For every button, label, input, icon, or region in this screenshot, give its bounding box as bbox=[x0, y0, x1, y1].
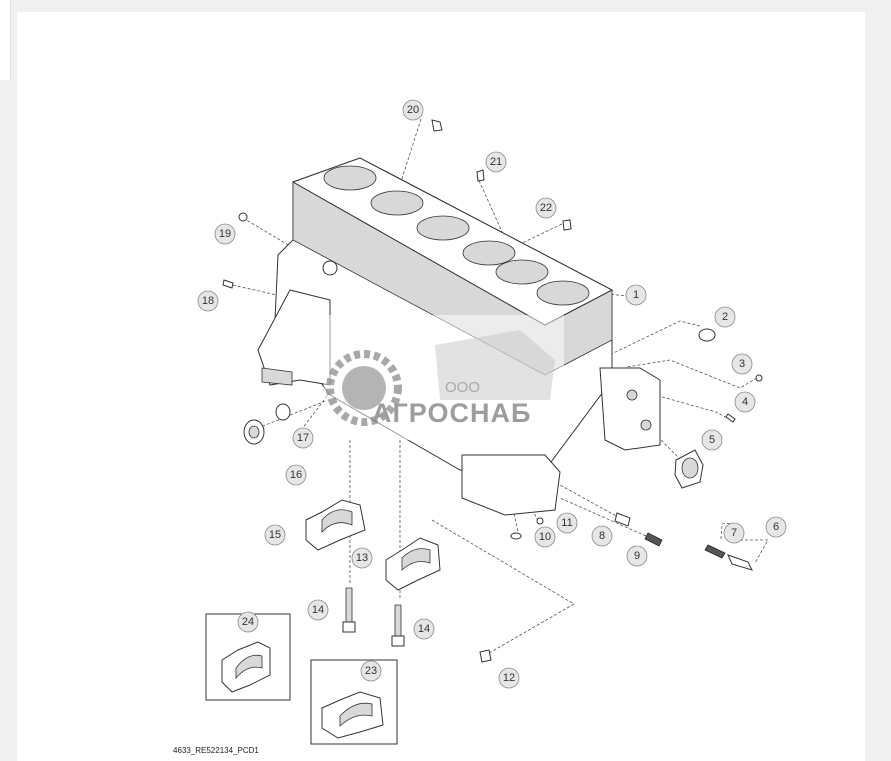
callout-14b: 14 bbox=[413, 618, 435, 640]
svg-text:8: 8 bbox=[599, 530, 605, 542]
svg-text:15: 15 bbox=[269, 529, 281, 541]
agrosnab-watermark: ООО АГРОСНАБ bbox=[324, 315, 564, 440]
callout-21: 21 bbox=[485, 151, 507, 173]
callout-13: 13 bbox=[351, 547, 373, 569]
svg-text:14: 14 bbox=[418, 623, 430, 635]
plug-part-22 bbox=[562, 219, 572, 231]
svg-text:3: 3 bbox=[739, 358, 745, 370]
callout-markers: 20 21 22 19 18 1 2 3 4 5 6 7 8 9 10 11 1… bbox=[197, 99, 787, 689]
pin-part-18 bbox=[222, 279, 234, 289]
document-code: 4633_RE522134_PCD1 bbox=[173, 746, 259, 755]
callout-20: 20 bbox=[402, 99, 424, 121]
parts-diagram-sheet: ООО АГРОСНАБ 20 21 22 19 18 1 2 3 4 5 6 … bbox=[17, 12, 865, 761]
bearing-cap-13 bbox=[385, 537, 441, 591]
svg-text:2: 2 bbox=[722, 311, 728, 323]
callout-11: 11 bbox=[556, 512, 578, 534]
callout-6: 6 bbox=[765, 516, 787, 538]
callout-9: 9 bbox=[626, 545, 648, 567]
callout-22: 22 bbox=[535, 197, 557, 219]
callout-16: 16 bbox=[285, 464, 307, 486]
exploded-parts-diagram: ООО АГРОСНАБ 20 21 22 19 18 1 2 3 4 5 6 … bbox=[197, 99, 787, 745]
svg-text:17: 17 bbox=[297, 432, 309, 444]
callout-24: 24 bbox=[237, 611, 259, 633]
pin-part-21 bbox=[476, 169, 485, 182]
spring-part-9 bbox=[644, 532, 663, 547]
svg-text:20: 20 bbox=[407, 104, 419, 116]
callout-8: 8 bbox=[591, 525, 613, 547]
svg-text:13: 13 bbox=[356, 552, 368, 564]
bearing-cap-15 bbox=[305, 499, 366, 551]
callout-5: 5 bbox=[701, 429, 723, 451]
watermark-main-text: АГРОСНАБ bbox=[372, 398, 531, 428]
plug-part-12 bbox=[479, 649, 492, 663]
callout-15: 15 bbox=[264, 524, 286, 546]
plug-part-19 bbox=[238, 212, 248, 222]
svg-text:22: 22 bbox=[540, 202, 552, 214]
bolt-14a bbox=[345, 587, 353, 626]
callout-1: 1 bbox=[625, 284, 647, 306]
callout-19: 19 bbox=[214, 223, 236, 245]
svg-text:11: 11 bbox=[561, 517, 572, 529]
callout-17: 17 bbox=[292, 427, 314, 449]
svg-text:12: 12 bbox=[503, 672, 515, 684]
bolt-14b bbox=[394, 604, 402, 641]
callout-14a: 14 bbox=[307, 599, 329, 621]
valve-part-8 bbox=[614, 512, 631, 527]
disk-part-17 bbox=[275, 403, 291, 421]
svg-text:14: 14 bbox=[312, 604, 324, 616]
ring-part-11 bbox=[536, 517, 544, 525]
svg-text:5: 5 bbox=[709, 434, 715, 446]
callout-10: 10 bbox=[534, 526, 556, 548]
spring-part-7 bbox=[704, 544, 726, 559]
left-edge-strip bbox=[0, 0, 11, 80]
svg-text:16: 16 bbox=[290, 469, 302, 481]
callout-7: 7 bbox=[723, 522, 745, 544]
svg-text:21: 21 bbox=[490, 156, 502, 168]
callout-3: 3 bbox=[731, 353, 753, 375]
svg-text:4: 4 bbox=[742, 396, 748, 408]
callout-2: 2 bbox=[714, 306, 736, 328]
ring-part-10 bbox=[510, 532, 522, 540]
svg-text:9: 9 bbox=[634, 550, 640, 562]
pin-part-4 bbox=[725, 413, 736, 423]
svg-text:24: 24 bbox=[242, 616, 254, 628]
svg-text:18: 18 bbox=[202, 295, 214, 307]
callout-18: 18 bbox=[197, 290, 219, 312]
plug-part-6 bbox=[727, 554, 753, 571]
watermark-sub-text: ООО bbox=[445, 379, 480, 396]
ball-part-3 bbox=[755, 374, 763, 382]
seal-ring-part-2 bbox=[698, 328, 716, 342]
callout-23: 23 bbox=[360, 660, 382, 682]
svg-text:19: 19 bbox=[219, 228, 231, 240]
callout-12: 12 bbox=[498, 667, 520, 689]
svg-text:7: 7 bbox=[731, 527, 737, 539]
inset-part-23 bbox=[310, 659, 398, 745]
plug-part-20 bbox=[431, 119, 443, 132]
callout-4: 4 bbox=[734, 391, 756, 413]
svg-text:6: 6 bbox=[773, 521, 779, 533]
small-parts bbox=[222, 119, 763, 663]
svg-text:23: 23 bbox=[365, 665, 377, 677]
svg-text:10: 10 bbox=[539, 531, 551, 543]
svg-text:1: 1 bbox=[633, 289, 639, 301]
bearing-caps bbox=[305, 499, 441, 647]
